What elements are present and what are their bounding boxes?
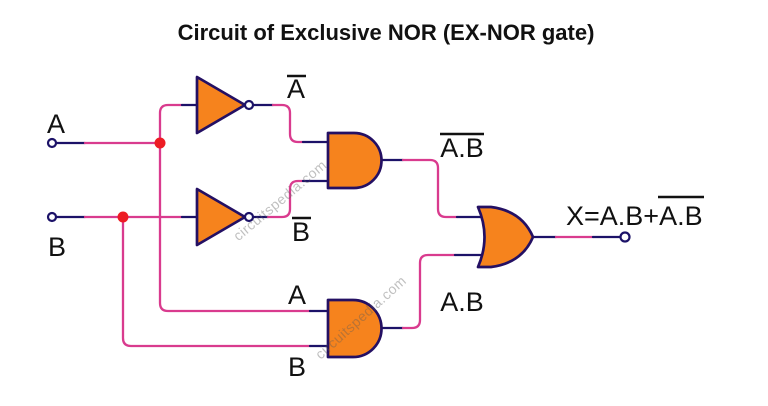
label-not-a-output: A [287,74,305,104]
diagram-title: Circuit of Exclusive NOR (EX-NOR gate) [178,20,595,45]
not-gate-b-bubble [243,211,255,223]
wire-and2-to-or [401,253,457,330]
wire-b-to-and2 [121,215,312,348]
junction-dot-a [154,137,166,149]
junction-dot-b [117,211,129,223]
wire-not2-to-and1 [266,179,305,219]
and-gate-top [326,131,383,190]
label-and2-input-b: B [288,352,306,382]
label-output-formula: X=A.B+A.B [566,201,703,231]
label-and1-output: A.B [440,133,484,163]
label-input-b: B [48,232,66,262]
output-terminal [619,231,631,243]
not-gate-a-bubble [243,99,255,111]
label-input-a: A [47,109,65,139]
label-and2-input-a: A [288,280,306,310]
wire-and1-to-or [401,158,459,219]
and-gate-bottom [326,298,383,359]
label-not-b-output: B [292,217,310,247]
formula-prefix: X=A.B+ [566,201,659,231]
wire-a-to-not1 [158,103,184,145]
wire-a-to-and2 [158,141,312,313]
not-gate-a [195,75,247,135]
or-gate [476,205,535,269]
watermark-upper: circuitspedia.com [230,157,330,244]
input-terminal-a [46,137,58,149]
input-terminal-b [46,211,58,223]
formula-overlined-term: A.B [659,201,703,231]
not-gate-b [195,187,247,247]
label-and2-output: A.B [440,287,484,317]
wire-not1-to-and1 [271,103,305,144]
